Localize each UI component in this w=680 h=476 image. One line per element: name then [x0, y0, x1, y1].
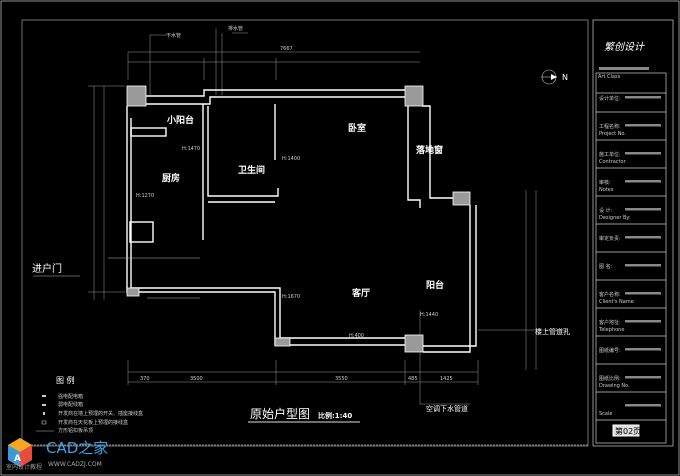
redacted-bar: [625, 264, 661, 267]
title-block-field-label: 客户名称:: [599, 291, 621, 298]
drawing-title: 原始户型图: [250, 406, 310, 421]
legend: 强电配电箱 弱电配线箱 开发商在墙上预埋的开关、插座接线盒 开发商在天花板上预埋…: [36, 393, 143, 434]
title-block: 繁创设计 Art Class: [596, 41, 666, 94]
drawing-frame: [21, 19, 589, 447]
title-block-field-label: 工程名称:: [599, 123, 621, 130]
watermark-caption: 室内设计教程: [6, 463, 42, 471]
room-label-kitchen: 厨房: [162, 172, 180, 184]
redacted-bar: [625, 124, 661, 127]
ac-drain-label: 空调下水管道: [426, 404, 468, 413]
title-block-field-label: 设 计:: [599, 207, 613, 214]
north-arrow-icon: [541, 69, 557, 85]
elevation-label: H:1270: [136, 193, 154, 199]
svg-text:A: A: [14, 454, 21, 464]
legend-item: 方形铝扣板吊顶: [58, 427, 93, 434]
art-class-label: Art Class: [598, 74, 621, 80]
title-block-field-label: 施工单位:: [599, 151, 621, 158]
title-block-field-label: 审核:: [599, 179, 611, 186]
dim-label: 370: [140, 376, 150, 382]
dimension-lines: [88, 28, 568, 405]
title-block-field-value: Project No.: [599, 131, 626, 137]
north-label: N: [562, 73, 568, 82]
redacted-bar: [625, 236, 661, 239]
watermark-url: WWW.CADZJ.COM: [48, 461, 102, 468]
redacted-bar: [625, 180, 661, 183]
room-label-bedroom: 卧室: [348, 122, 366, 134]
room-label-living-room: 客厅: [351, 287, 370, 299]
title-block-field-value: Contractor: [599, 159, 627, 165]
title-block-fields: 设计单位: 工程名称:Project No. 施工单位:Contractor 审核:N…: [596, 95, 666, 421]
redacted-bar: [625, 292, 661, 295]
elevation-label: H:1440: [420, 312, 438, 318]
elevation-label: H:400: [349, 333, 364, 339]
redacted-bar: [625, 376, 661, 379]
elevation-label: H:1470: [182, 146, 200, 152]
redacted-bar: [625, 404, 661, 407]
redacted-bar: [625, 320, 661, 323]
legend-item: 弱电配线箱: [58, 401, 83, 408]
title-block-field-value: Client's Name: [599, 299, 634, 305]
title-block-field-value: Telephone: [598, 327, 624, 333]
redacted-bar: [625, 152, 661, 155]
watermark-brand: CAD之家: [46, 439, 108, 457]
legend-item: 开发商在天花板上预埋的接线盒: [58, 419, 128, 426]
walls: [108, 85, 477, 353]
dim-label: 485: [408, 376, 418, 382]
title-block-field-label: 图纸比例:: [599, 375, 621, 382]
logo: 繁创设计: [604, 41, 645, 53]
elevation-label: H:1670: [282, 294, 300, 300]
title-block-field-value: Notes: [599, 187, 614, 193]
title-block-field-label: 设计单位:: [599, 95, 621, 102]
title-block-field-value: Scale: [599, 411, 612, 417]
title-block-field-label: 审定负责:: [599, 235, 621, 242]
title-block-field-label: 图纸编号:: [599, 347, 621, 354]
entrance-label: 进户门: [32, 262, 62, 275]
dim-label: 1425: [440, 376, 453, 382]
legend-title: 图 例: [56, 375, 75, 385]
room-label-balcony: 阳台: [426, 279, 444, 291]
redacted-bar: [625, 348, 661, 351]
exhaust-label: 排水管: [228, 25, 243, 32]
page-number: 第02页: [615, 426, 641, 436]
title-block-field-label: 客户地址:: [599, 319, 621, 326]
title-block-field-value: Designer By:: [599, 215, 631, 221]
redacted-bar: [625, 96, 661, 99]
watermark-logo-icon: A: [8, 438, 32, 467]
elevation-label: H:1400: [282, 156, 300, 162]
drawing-scale: 比例:1:40: [318, 411, 352, 420]
title-block-frame: [592, 19, 674, 447]
title-block-field-value: Drawing No.: [599, 383, 630, 389]
dim-label: 7667: [280, 46, 293, 52]
room-label-bathroom: 卫生间: [238, 164, 265, 176]
upstairs-pipe-label: 楼上管道孔: [535, 327, 570, 336]
room-label-small-balcony: 小阳台: [166, 114, 194, 126]
title-block-field-label: 图 名:: [599, 263, 613, 270]
legend-item: 开发商在墙上预埋的开关、插座接线盒: [58, 410, 143, 417]
redacted-bar: [625, 208, 661, 211]
room-label-french-window: 落地窗: [416, 144, 443, 156]
dim-label: 3550: [335, 376, 348, 382]
legend-item: 强电配电箱: [58, 393, 83, 400]
drain-pipe-label: 下水管: [166, 32, 181, 39]
dim-label: 3500: [190, 376, 203, 382]
